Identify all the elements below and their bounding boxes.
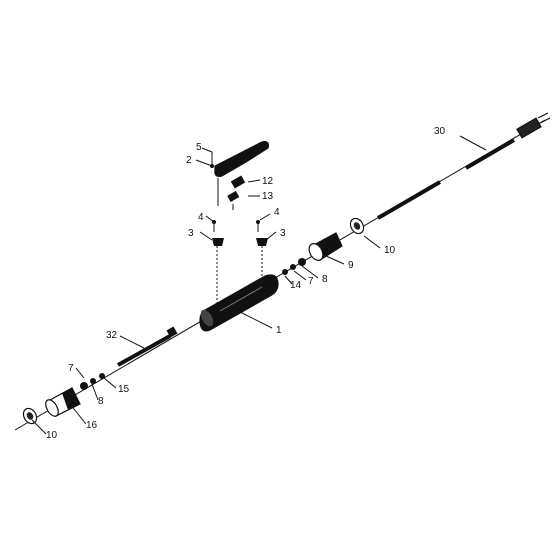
upper-bracket bbox=[210, 141, 269, 177]
callout-9: 9 bbox=[348, 260, 354, 271]
screw-clip-right bbox=[256, 220, 268, 246]
ring-parts-upper bbox=[282, 258, 306, 275]
leader-lines bbox=[31, 135, 487, 435]
callout-13: 13 bbox=[262, 191, 274, 202]
callout-30: 30 bbox=[434, 126, 446, 137]
callout-8-lower: 8 bbox=[98, 396, 104, 407]
screw-clip-left bbox=[212, 220, 224, 246]
callout-5: 5 bbox=[196, 142, 202, 153]
grommet-lower bbox=[22, 407, 38, 425]
callout-10-upper: 10 bbox=[384, 245, 396, 256]
ring-parts-lower bbox=[80, 373, 105, 390]
grommet-upper bbox=[349, 217, 365, 235]
callout-8-upper: 8 bbox=[322, 274, 328, 285]
callout-3-left: 3 bbox=[188, 228, 194, 239]
callout-14: 14 bbox=[290, 280, 302, 291]
callout-4-right: 4 bbox=[274, 207, 280, 218]
callout-labels: 30 5 2 12 13 4 3 4 3 10 9 8 7 14 1 32 7 … bbox=[46, 126, 446, 441]
callout-3-right: 3 bbox=[280, 228, 286, 239]
cable-segment-upper bbox=[464, 138, 516, 170]
callout-4-left: 4 bbox=[198, 212, 204, 223]
callout-32: 32 bbox=[106, 330, 118, 341]
cable-segment-lower bbox=[117, 326, 178, 367]
cable-segment-middle bbox=[376, 180, 442, 220]
callout-10-lower: 10 bbox=[46, 430, 58, 441]
callout-16: 16 bbox=[86, 420, 98, 431]
callout-15: 15 bbox=[118, 384, 130, 395]
clip-parts-12-13 bbox=[217, 175, 246, 210]
end-cap-lower bbox=[45, 387, 81, 417]
callout-1: 1 bbox=[276, 325, 282, 336]
callout-7-lower: 7 bbox=[68, 363, 74, 374]
callout-7-upper: 7 bbox=[308, 276, 314, 287]
main-body-housing bbox=[199, 274, 279, 332]
power-plug bbox=[516, 112, 551, 139]
callout-2: 2 bbox=[186, 155, 192, 166]
end-cap-upper bbox=[308, 232, 343, 261]
callout-12: 12 bbox=[262, 176, 274, 187]
